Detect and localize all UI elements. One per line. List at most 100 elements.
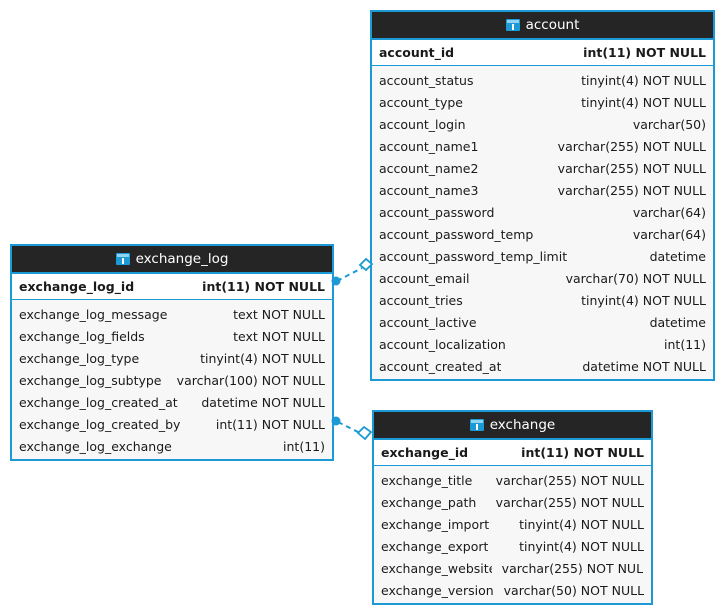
column-type: varchar(70) NOT NULL — [565, 270, 706, 286]
entity-title: exchange_log — [135, 251, 229, 267]
column-type: int(11) NOT NULL — [583, 45, 706, 60]
column-type: datetime NOT NULL — [582, 358, 706, 374]
table-row[interactable]: exchange_log_created_by int(11) NOT NULL — [12, 413, 332, 435]
column-name: account_id — [379, 45, 455, 60]
column-type: varchar(50) NOT NULL — [503, 582, 644, 598]
table-row[interactable]: exchange_log_exchange int(11) — [12, 435, 332, 457]
entity-table-account[interactable]: account account_id int(11) NOT NULL acco… — [370, 10, 715, 381]
column-name: exchange_import — [381, 516, 490, 532]
column-name: exchange_log_exchange — [19, 438, 172, 454]
entity-table-exchange[interactable]: exchange exchange_id int(11) NOT NULL ex… — [372, 410, 653, 605]
entity-header-exchange-log: exchange_log — [12, 246, 332, 274]
table-row[interactable]: account_name1 varchar(255) NOT NULL — [372, 135, 713, 157]
column-name: account_email — [379, 270, 470, 286]
primary-key-row[interactable]: exchange_id int(11) NOT NULL — [374, 440, 651, 466]
table-row[interactable]: account_created_at datetime NOT NULL — [372, 355, 713, 377]
column-name: exchange_log_id — [19, 279, 135, 294]
column-type: tinyint(4) NOT NULL — [581, 72, 706, 88]
table-row[interactable]: account_login varchar(50) — [372, 113, 713, 135]
column-name: account_password — [379, 204, 495, 220]
relation-endpoint-open-diamond — [356, 425, 373, 441]
column-type: varchar(255) NOT NULL — [501, 560, 644, 576]
column-name: account_status — [379, 72, 474, 88]
table-row[interactable]: account_tries tinyint(4) NOT NULL — [372, 289, 713, 311]
column-type: datetime — [649, 248, 706, 264]
column-type: varchar(255) NOT NULL — [557, 138, 706, 154]
column-name: exchange_log_created_at — [19, 394, 178, 410]
column-list: account_status tinyint(4) NOT NULL accou… — [372, 66, 713, 379]
column-name: exchange_log_type — [19, 350, 140, 366]
column-name: exchange_website — [381, 560, 492, 576]
table-row[interactable]: exchange_title varchar(255) NOT NULL — [374, 469, 651, 491]
relation-line — [337, 421, 361, 434]
table-row[interactable]: exchange_import tinyint(4) NOT NULL — [374, 513, 651, 535]
column-type: int(11) — [283, 438, 325, 454]
column-type: tinyint(4) NOT NULL — [581, 292, 706, 308]
column-type: int(11) NOT NULL — [215, 416, 325, 432]
table-row[interactable]: exchange_version varchar(50) NOT NULL — [374, 579, 651, 601]
primary-key-row[interactable]: exchange_log_id int(11) NOT NULL — [12, 274, 332, 300]
column-type: int(11) NOT NULL — [521, 445, 644, 460]
column-type: datetime — [649, 314, 706, 330]
column-type: text NOT NULL — [233, 306, 325, 322]
column-name: account_login — [379, 116, 466, 132]
table-icon — [505, 19, 520, 31]
table-row[interactable]: exchange_log_subtype varchar(100) NOT NU… — [12, 369, 332, 391]
table-icon — [115, 253, 130, 265]
column-name: exchange_log_message — [19, 306, 168, 322]
column-name: exchange_path — [381, 494, 477, 510]
column-type: varchar(255) NOT NULL — [557, 160, 706, 176]
table-row[interactable]: account_password_temp varchar(64) — [372, 223, 713, 245]
table-row[interactable]: account_lactive datetime — [372, 311, 713, 333]
column-type: varchar(100) NOT NULL — [176, 372, 325, 388]
table-row[interactable]: exchange_website varchar(255) NOT NULL — [374, 557, 651, 579]
primary-key-row[interactable]: account_id int(11) NOT NULL — [372, 40, 713, 66]
table-row[interactable]: account_type tinyint(4) NOT NULL — [372, 91, 713, 113]
column-type: tinyint(4) NOT NULL — [200, 350, 325, 366]
relation-exchange-log-to-account — [331, 257, 374, 286]
column-name: exchange_log_subtype — [19, 372, 162, 388]
column-type: varchar(255) NOT NULL — [495, 494, 644, 510]
table-row[interactable]: exchange_path varchar(255) NOT NULL — [374, 491, 651, 513]
relation-exchange-log-to-exchange — [331, 416, 373, 441]
column-type: varchar(64) — [632, 204, 706, 220]
table-row[interactable]: account_password varchar(64) — [372, 201, 713, 223]
column-name: account_name2 — [379, 160, 479, 176]
table-row[interactable]: account_name2 varchar(255) NOT NULL — [372, 157, 713, 179]
table-row[interactable]: exchange_log_fields text NOT NULL — [12, 325, 332, 347]
column-type: int(11) — [664, 336, 706, 352]
table-row[interactable]: account_name3 varchar(255) NOT NULL — [372, 179, 713, 201]
column-name: exchange_export — [381, 538, 489, 554]
relation-line — [336, 267, 363, 282]
table-icon — [469, 419, 484, 431]
column-name: account_password_temp — [379, 226, 534, 242]
column-list: exchange_log_message text NOT NULL excha… — [12, 300, 332, 459]
table-row[interactable]: account_email varchar(70) NOT NULL — [372, 267, 713, 289]
column-name: exchange_log_fields — [19, 328, 145, 344]
column-type: int(11) NOT NULL — [202, 279, 325, 294]
column-type: tinyint(4) NOT NULL — [519, 516, 644, 532]
column-name: account_lactive — [379, 314, 477, 330]
table-row[interactable]: exchange_log_created_at datetime NOT NUL… — [12, 391, 332, 413]
column-list: exchange_title varchar(255) NOT NULL exc… — [374, 466, 651, 603]
column-name: account_name1 — [379, 138, 479, 154]
column-name: exchange_id — [381, 445, 469, 460]
column-type: varchar(50) — [632, 116, 706, 132]
column-name: account_password_temp_limit — [379, 248, 568, 264]
table-row[interactable]: exchange_log_type tinyint(4) NOT NULL — [12, 347, 332, 369]
column-type: varchar(255) NOT NULL — [495, 472, 644, 488]
table-row[interactable]: exchange_log_message text NOT NULL — [12, 303, 332, 325]
table-row[interactable]: account_password_temp_limit datetime — [372, 245, 713, 267]
entity-header-account: account — [372, 12, 713, 40]
table-row[interactable]: exchange_export tinyint(4) NOT NULL — [374, 535, 651, 557]
table-row[interactable]: account_localization int(11) — [372, 333, 713, 355]
column-name: account_tries — [379, 292, 463, 308]
column-type: varchar(255) NOT NULL — [557, 182, 706, 198]
column-name: account_localization — [379, 336, 506, 352]
column-type: tinyint(4) NOT NULL — [581, 94, 706, 110]
table-row[interactable]: account_status tinyint(4) NOT NULL — [372, 69, 713, 91]
entity-title: account — [525, 17, 580, 33]
column-type: tinyint(4) NOT NULL — [519, 538, 644, 554]
entity-table-exchange-log[interactable]: exchange_log exchange_log_id int(11) NOT… — [10, 244, 334, 461]
column-name: exchange_title — [381, 472, 473, 488]
